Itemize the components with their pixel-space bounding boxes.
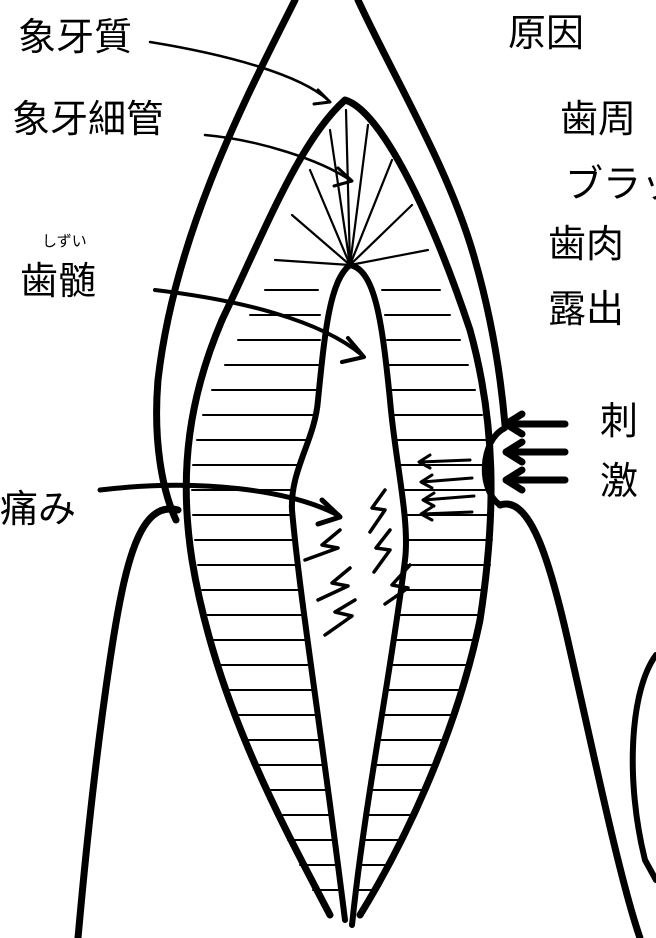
label-tubules: 象牙細管: [12, 100, 164, 138]
label-cause-line-2: ブラッ: [565, 165, 656, 203]
gum-left: [78, 509, 178, 938]
hatching-right: [356, 290, 493, 890]
label-pain: 痛み: [0, 490, 76, 528]
label-dentin: 象牙質: [18, 18, 132, 56]
pain-bolts: [305, 490, 410, 635]
crown-outline: [157, 0, 505, 520]
tubule-lines: [275, 110, 428, 265]
gum-right: [500, 504, 640, 938]
label-cause-heading: 原因: [508, 14, 584, 52]
label-pulp: 歯髄: [20, 262, 96, 300]
label-stimulus-2: 激: [600, 462, 638, 500]
label-cause-line-1: 歯周: [560, 100, 636, 138]
label-stimulus-1: 刺: [600, 402, 638, 440]
label-cause-line-3: 歯肉: [548, 225, 624, 263]
leader-dentin: [150, 42, 328, 100]
label-cause-line-4: 露出: [548, 290, 624, 328]
label-pulp-ruby: しずい: [42, 234, 87, 249]
root-outer-outline: [186, 100, 491, 915]
edge-shape: [633, 655, 656, 880]
stimulus-arrows: [506, 414, 565, 490]
